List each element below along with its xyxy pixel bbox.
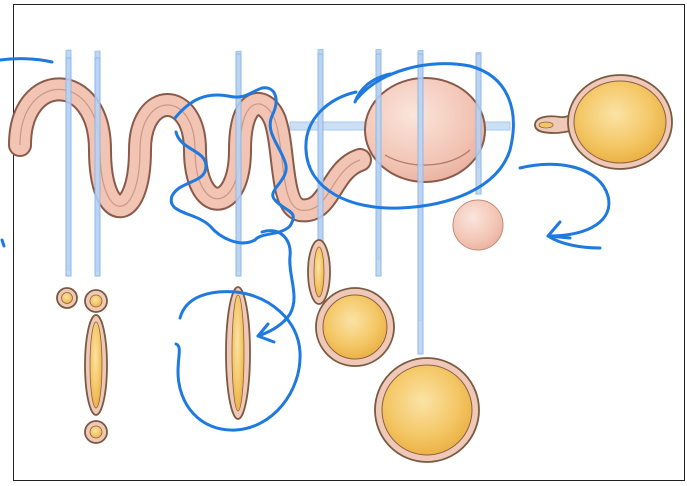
section-chain-top-core <box>90 295 102 307</box>
section-medium-circle-core <box>323 295 387 359</box>
flask-neck-core <box>539 122 553 128</box>
plane-7 <box>476 54 481 194</box>
plane-2 <box>95 58 100 276</box>
annotation-left-tick <box>2 240 4 246</box>
small-sphere <box>453 200 503 250</box>
section-small-ellipse-core <box>314 247 324 297</box>
plane-1 <box>66 58 71 276</box>
plane-5 <box>376 54 381 276</box>
flask-section <box>535 75 672 169</box>
section-large-circle-core <box>382 365 472 455</box>
annotation-top-left-stroke <box>0 59 52 62</box>
plane-6 <box>418 54 423 354</box>
section-dot-1-core <box>62 293 73 304</box>
cross-sections <box>57 240 479 462</box>
section-chain-bottom-core <box>90 426 102 438</box>
section-chain-mid-core <box>90 322 102 408</box>
section-tall-ellipse-core <box>232 295 244 411</box>
flask-core <box>574 81 666 163</box>
bulb <box>365 78 485 182</box>
annotation-right-arrow <box>520 164 609 248</box>
